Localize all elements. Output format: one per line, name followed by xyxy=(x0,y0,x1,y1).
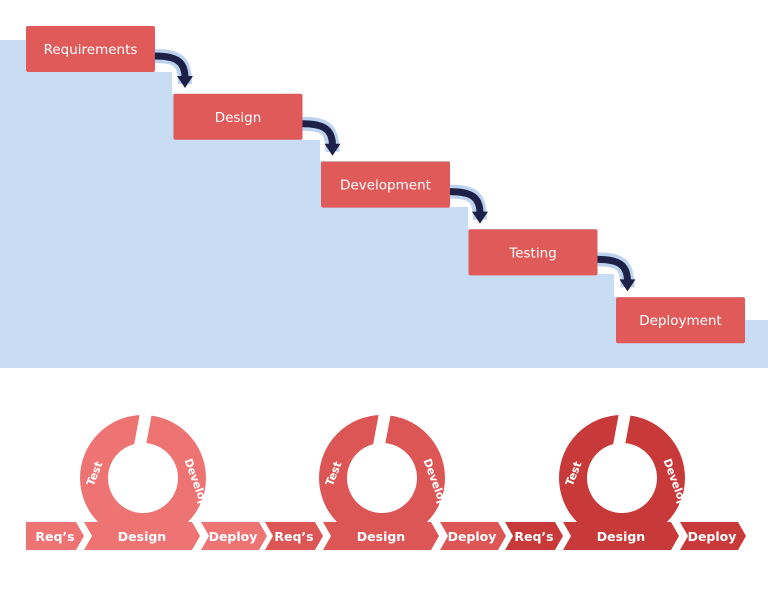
arrow-head xyxy=(472,211,488,224)
chevron-deploy xyxy=(201,522,267,550)
step-box xyxy=(26,26,155,72)
arrow-head xyxy=(324,143,341,156)
chevron-deploy xyxy=(680,522,746,550)
connector-arrow xyxy=(154,49,193,88)
label-reqs: Req’s xyxy=(514,529,553,544)
cycle-ring xyxy=(559,415,685,541)
step-box xyxy=(321,161,450,208)
chevron-design xyxy=(563,522,679,550)
step-connector-arrows xyxy=(154,49,636,292)
connector-arrow xyxy=(302,116,341,156)
cycle-ring xyxy=(80,415,206,541)
step-box xyxy=(173,93,303,140)
waterfall-step-development: Development xyxy=(321,161,450,208)
step-box xyxy=(616,297,745,344)
waterfall-step-deployment: Deployment xyxy=(616,297,745,344)
chevron-design xyxy=(84,522,200,550)
step-label: Design xyxy=(215,110,262,126)
step-box xyxy=(468,229,598,276)
waterfall-step-testing: Testing xyxy=(468,229,598,276)
step-label: Deployment xyxy=(639,313,722,329)
step-label: Development xyxy=(340,178,431,194)
label-design: Design xyxy=(118,529,166,544)
chevron-reqs xyxy=(26,522,84,550)
connector-arrow xyxy=(449,184,488,224)
label-reqs: Req’s xyxy=(35,529,74,544)
connector-arrow xyxy=(597,252,636,292)
label-deploy: Deploy xyxy=(209,529,258,544)
cycle-ring xyxy=(319,415,445,541)
step-label: Requirements xyxy=(44,42,138,58)
step-label: Testing xyxy=(508,245,556,261)
waterfall-diagram: RequirementsDesignDevelopmentTestingDepl… xyxy=(0,26,768,368)
waterfall-step-requirements: Requirements xyxy=(26,26,155,72)
chevron-design xyxy=(323,522,439,550)
cycle-notch xyxy=(373,413,391,445)
chevron-reqs xyxy=(505,522,563,550)
arrow-head xyxy=(619,279,636,292)
label-design: Design xyxy=(597,529,645,544)
label-deploy: Deploy xyxy=(448,529,497,544)
arrow-head xyxy=(177,76,193,88)
label-reqs: Req’s xyxy=(274,529,313,544)
label-design: Design xyxy=(357,529,405,544)
waterfall-step-design: Design xyxy=(173,93,303,140)
cycle-notch xyxy=(134,413,152,445)
waterfall-steps: RequirementsDesignDevelopmentTestingDepl… xyxy=(26,26,745,344)
chevron-reqs xyxy=(265,522,323,550)
chevron-deploy xyxy=(440,522,506,550)
label-deploy: Deploy xyxy=(688,529,737,544)
cycle-notch xyxy=(613,413,631,445)
